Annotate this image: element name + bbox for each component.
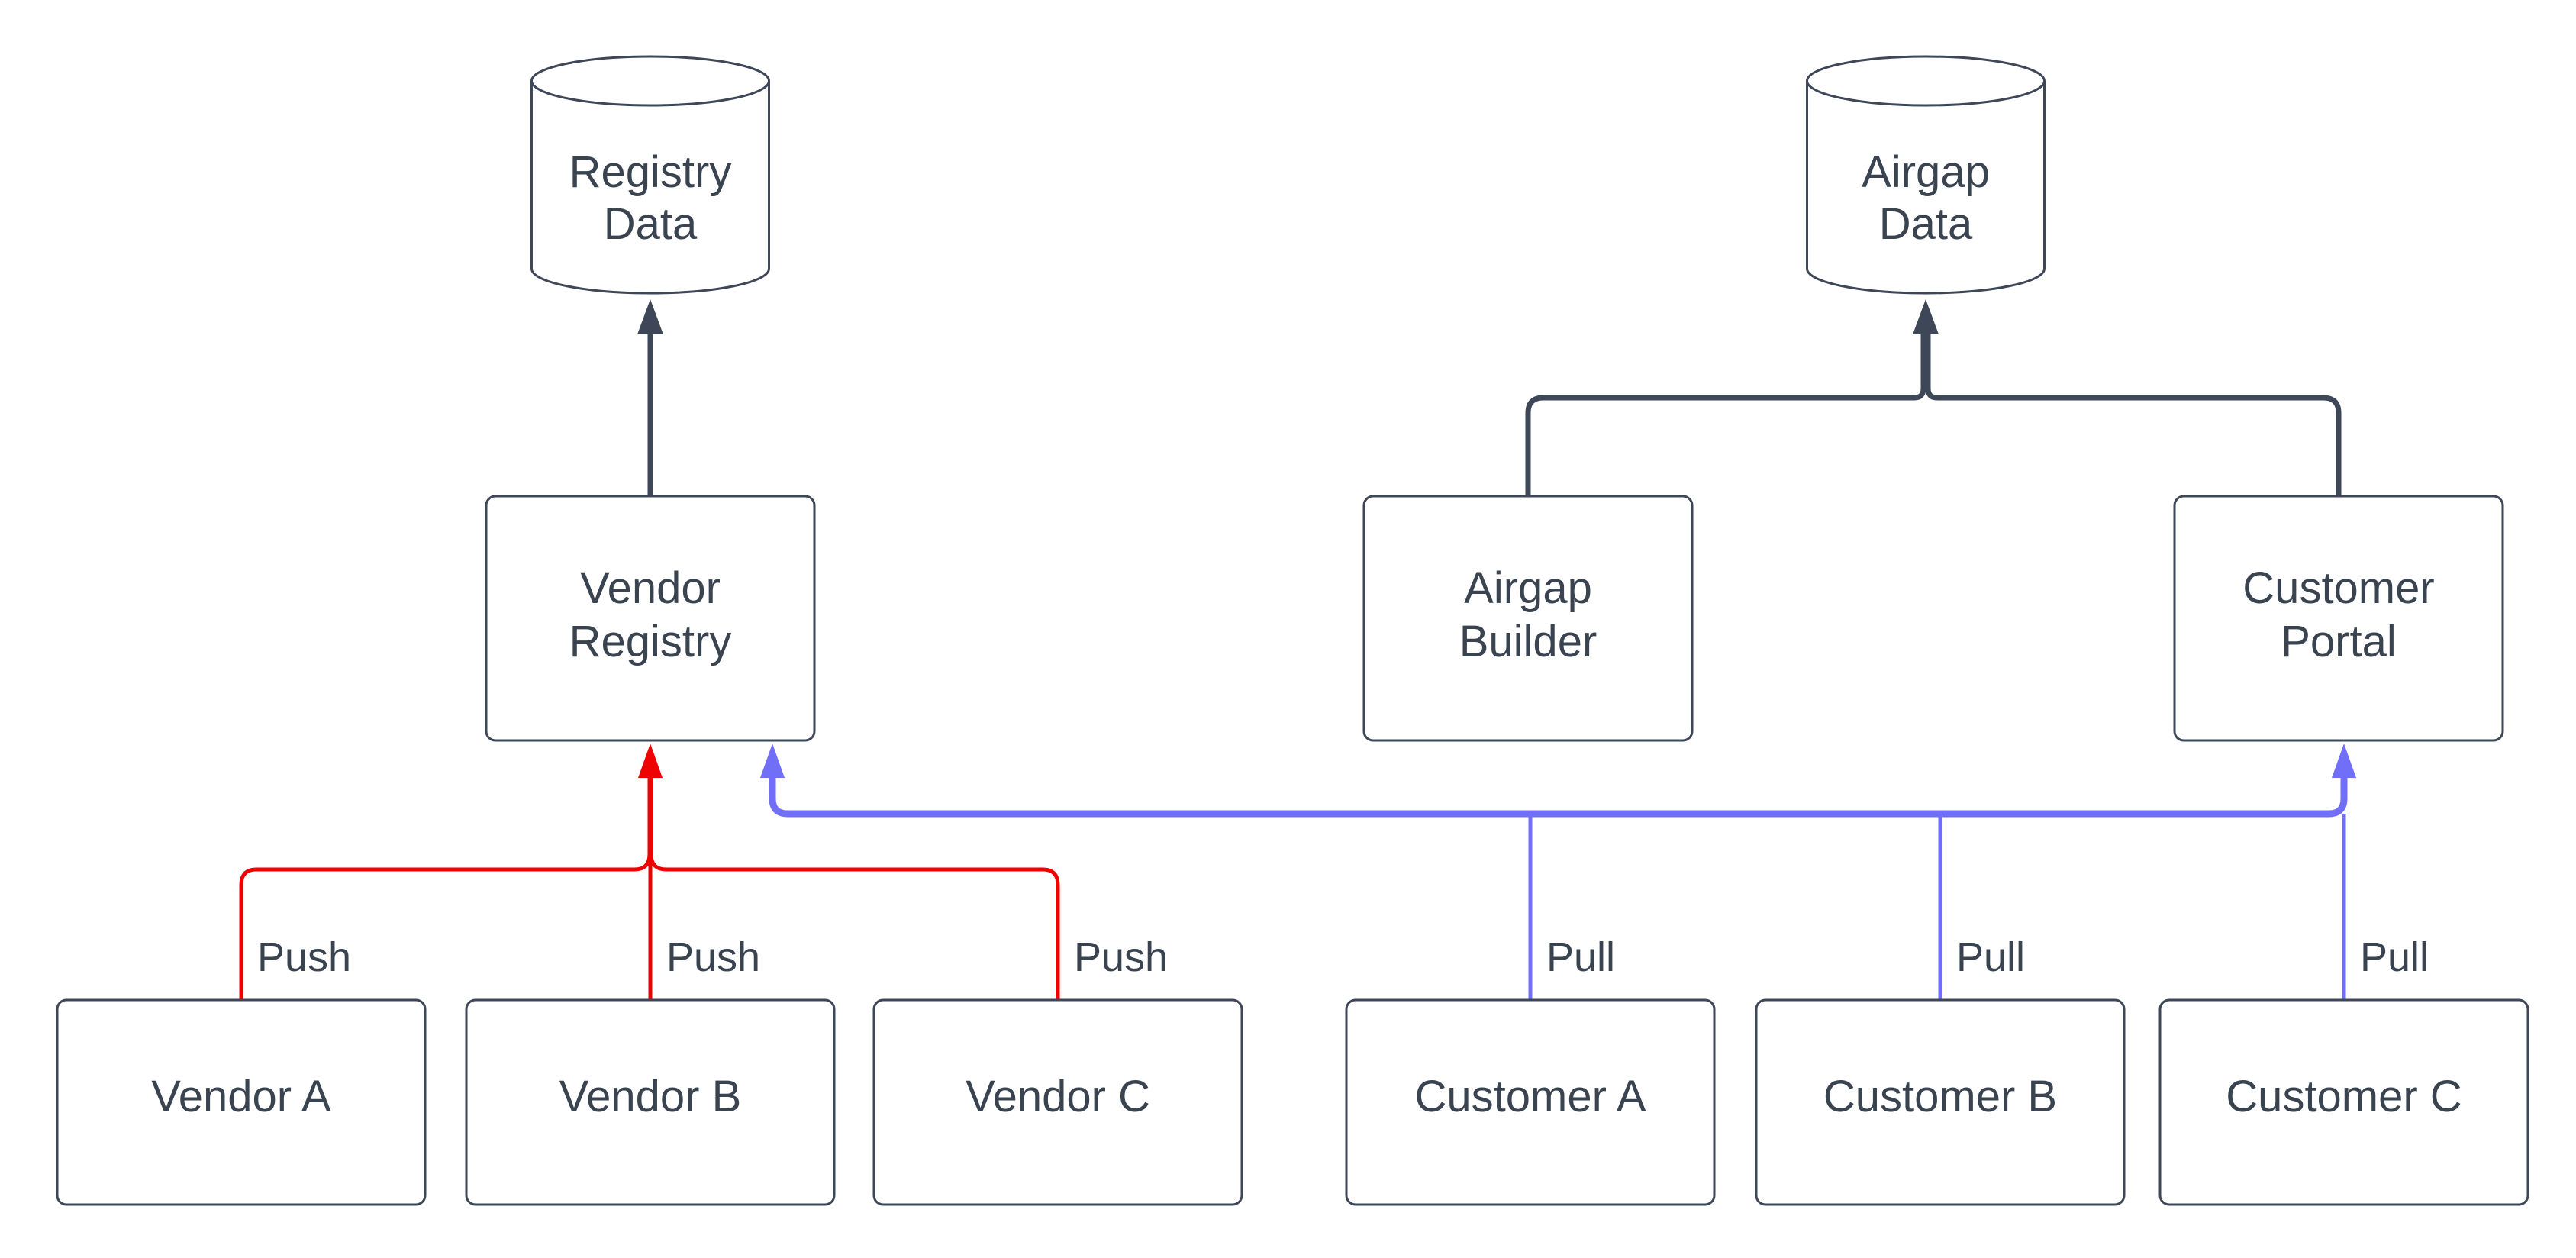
- edge-airgap-builder-to-airgap-data: [1525, 331, 1926, 496]
- edge-labels: Push Push Push Pull Pull Pull: [257, 934, 2429, 980]
- vendor-registry-label-line2: Registry: [569, 617, 732, 666]
- arrowhead-registry-data: [637, 299, 663, 334]
- arrowhead-push-vendor-registry: [638, 744, 663, 778]
- push-edges: [239, 744, 1060, 1000]
- node-customer-b: [1755, 998, 2126, 1206]
- registry-data-label-line2: Data: [604, 199, 698, 249]
- vendor-a-label: Vendor A: [151, 1072, 331, 1121]
- arrowhead-airgap-data: [1913, 299, 1939, 334]
- pull-label-customer-a: Pull: [1546, 934, 1615, 980]
- node-customer-c: [2158, 998, 2529, 1206]
- airgap-data-cylinder-body: [1806, 81, 2046, 295]
- vendor-registry-label-line1: Vendor: [580, 563, 721, 613]
- pull-edges: [760, 744, 2356, 1000]
- edge-customer-portal-to-airgap-data: [1925, 331, 2342, 496]
- edge-vendor-c-to-vendor-registry: [649, 774, 1060, 1000]
- customer-a-label: Customer A: [1415, 1072, 1646, 1121]
- registry-data-cylinder-top: [530, 55, 770, 107]
- push-label-vendor-c: Push: [1074, 934, 1168, 980]
- vendor-c-label: Vendor C: [966, 1072, 1150, 1121]
- node-registry-data: [530, 55, 770, 295]
- node-customer-portal: [2173, 495, 2504, 742]
- node-vendor-c: [872, 998, 1243, 1206]
- node-vendor-b: [465, 998, 836, 1206]
- registry-data-label-line1: Registry: [569, 147, 732, 197]
- pull-label-customer-b: Pull: [1956, 934, 2025, 980]
- node-airgap-data: [1806, 55, 2046, 295]
- node-customer-a: [1345, 998, 1716, 1206]
- customer-portal-label-line2: Portal: [2281, 617, 2397, 666]
- dark-edges: [637, 299, 2342, 496]
- airgap-builder-label-line1: Airgap: [1464, 563, 1592, 613]
- airgap-data-cylinder-top: [1806, 55, 2046, 107]
- push-label-vendor-a: Push: [257, 934, 351, 980]
- registry-data-cylinder-body: [530, 81, 770, 295]
- airgap-data-label-line1: Airgap: [1862, 147, 1990, 197]
- node-airgap-builder: [1362, 495, 1694, 742]
- node-shapes: [56, 55, 2529, 1206]
- customer-portal-label-line1: Customer: [2242, 563, 2434, 613]
- pull-label-customer-c: Pull: [2360, 934, 2429, 980]
- node-vendor-a: [56, 998, 427, 1206]
- customer-b-label: Customer B: [1823, 1072, 2057, 1121]
- pull-trunk-line: [769, 774, 2348, 818]
- node-vendor-registry: [485, 495, 816, 742]
- node-labels: Registry Data Airgap Data Vendor Registr…: [151, 147, 2462, 1121]
- arrowhead-pull-customer-portal: [2332, 744, 2356, 778]
- customer-c-label: Customer C: [2226, 1072, 2462, 1121]
- arrowhead-pull-vendor-registry: [760, 744, 785, 778]
- airgap-data-label-line2: Data: [1879, 199, 1973, 249]
- vendor-b-label: Vendor B: [559, 1072, 742, 1121]
- airgap-builder-label-line2: Builder: [1459, 617, 1598, 666]
- push-label-vendor-b: Push: [666, 934, 760, 980]
